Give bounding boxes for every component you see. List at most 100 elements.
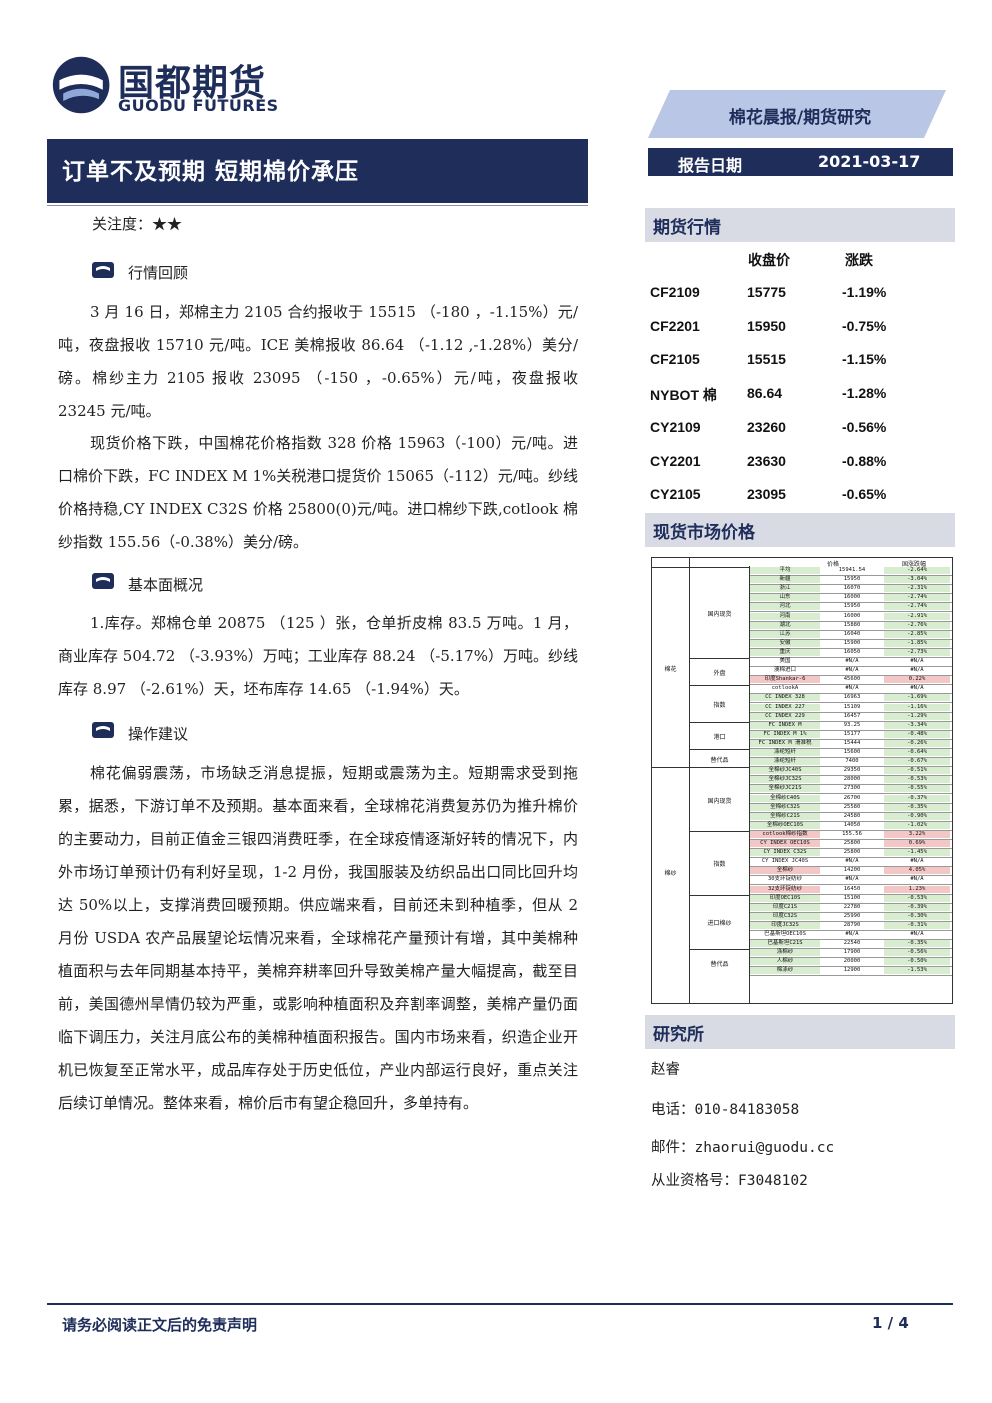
spot-name: 全棉纱 [750,867,820,875]
spot-name: FC INDEX M 1% [750,730,820,738]
footer-disclaimer[interactable]: 请务必阅读正文后的免责声明 [62,1316,258,1334]
section-icon [92,262,114,278]
analyst-phone: 电话：010-84183058 [651,1102,800,1118]
spot-category: 棉纱 [652,767,689,977]
spot-subcategory: 国内现货 [690,767,749,832]
section-icon [92,573,114,589]
spot-price: #N/A [845,667,859,674]
spot-change: -0.51% [884,767,950,775]
spot-price: 93.25 [843,721,861,728]
futures-col-close: 收盘价 [748,252,790,268]
futures-name: CY2201 [650,452,701,469]
spot-name: 河南 [750,612,820,620]
spot-name: 印度C21S [750,903,820,911]
spot-price: 15177 [843,730,861,737]
analyst-license: 从业资格号：F3048102 [651,1173,808,1189]
spot-name: 新疆 [750,576,820,584]
spot-change: -2.91% [884,612,950,620]
spot-subcategory: 外盘 [690,658,749,686]
spot-price: 22780 [843,903,861,910]
fundamentals-paragraph: 1.库存。郑棉仓单 20875 （125 ）张，仓单折皮棉 83.5 万吨。1 … [58,614,578,698]
spot-change: -2.64% [884,567,950,574]
attention-rating: 关注度：★★ [92,215,183,233]
futures-col-change: 涨跌 [845,252,873,268]
spot-price: 29350 [843,767,861,774]
review-paragraph-2: 现货价格下跌，中国棉花价格指数 328 价格 15963（-100）元/吨。进口… [58,434,578,551]
spot-change: 0.69% [884,840,950,847]
title-bar [47,139,588,203]
futures-name: CY2105 [650,486,701,503]
spot-name: 澳棉进口 [773,667,796,674]
spot-name: CC INDEX 229 [750,712,820,720]
spot-name: 全棉纱JC40S [750,767,820,775]
spot-name: CY INDEX OEC10S [750,840,820,847]
spot-price: #N/A [845,858,859,865]
spot-price: 15950 [843,576,861,583]
spot-change: -2.85% [884,630,950,638]
spot-change: -0.37% [884,794,950,802]
logo-en: GUODU FUTURES [118,96,279,115]
title-divider [47,205,588,206]
analyst-email: 邮件：zhaorui@guodu.cc [651,1140,835,1156]
spot-subcategory: 替代品 [690,749,749,768]
spot-change: 1.23% [884,885,950,893]
spot-name: 全棉纱OEC10S [750,821,820,829]
spot-header: 现货市场价格 [645,513,955,547]
spot-change: -1.29% [884,712,950,720]
spot-price: 16050 [843,648,861,655]
spot-change: -2.76% [884,621,950,629]
spot-change: #N/A [910,876,924,883]
spot-price: 16000 [843,594,861,601]
research-header: 研究所 [645,1015,955,1049]
spot-price: 24580 [843,812,861,819]
spot-price: 16070 [843,585,861,592]
section-icon [92,722,114,738]
spot-change: #N/A [910,858,924,865]
futures-close: 86.64 [747,385,783,402]
spot-name: CC INDEX 227 [750,703,820,711]
spot-change: -0.35% [884,803,950,811]
spot-name: cotlook棉纱指数 [750,830,820,838]
spot-change: -2.31% [884,585,950,593]
spot-row: FC INDEX M 1%15177-0.48% [750,730,952,740]
page-number: 1 / 4 [872,1314,909,1332]
futures-close: 15775 [747,284,786,300]
spot-price: 15100 [843,894,861,901]
spot-change: -1.85% [884,639,950,647]
spot-name: 人棉纱 [750,958,820,966]
spot-price: 17900 [843,949,861,956]
spot-title: 现货市场价格 [653,523,755,543]
spot-price: 14050 [843,821,861,828]
futures-header: 期货行情 [645,208,955,242]
spot-change: -1.69% [884,694,950,702]
futures-name: CF2201 [650,317,700,334]
spot-price: 15900 [843,639,861,646]
category-label: 棉花晨报/期货研究 [728,108,872,128]
futures-change: -1.15% [842,351,887,368]
spot-change: #N/A [910,658,924,664]
spot-name: FC INDEX M 滑准税 [750,739,820,747]
spot-vline-1 [689,558,690,1003]
spot-name: 巴基斯坦C21S [750,940,820,948]
spot-change: -0.30% [884,912,950,920]
